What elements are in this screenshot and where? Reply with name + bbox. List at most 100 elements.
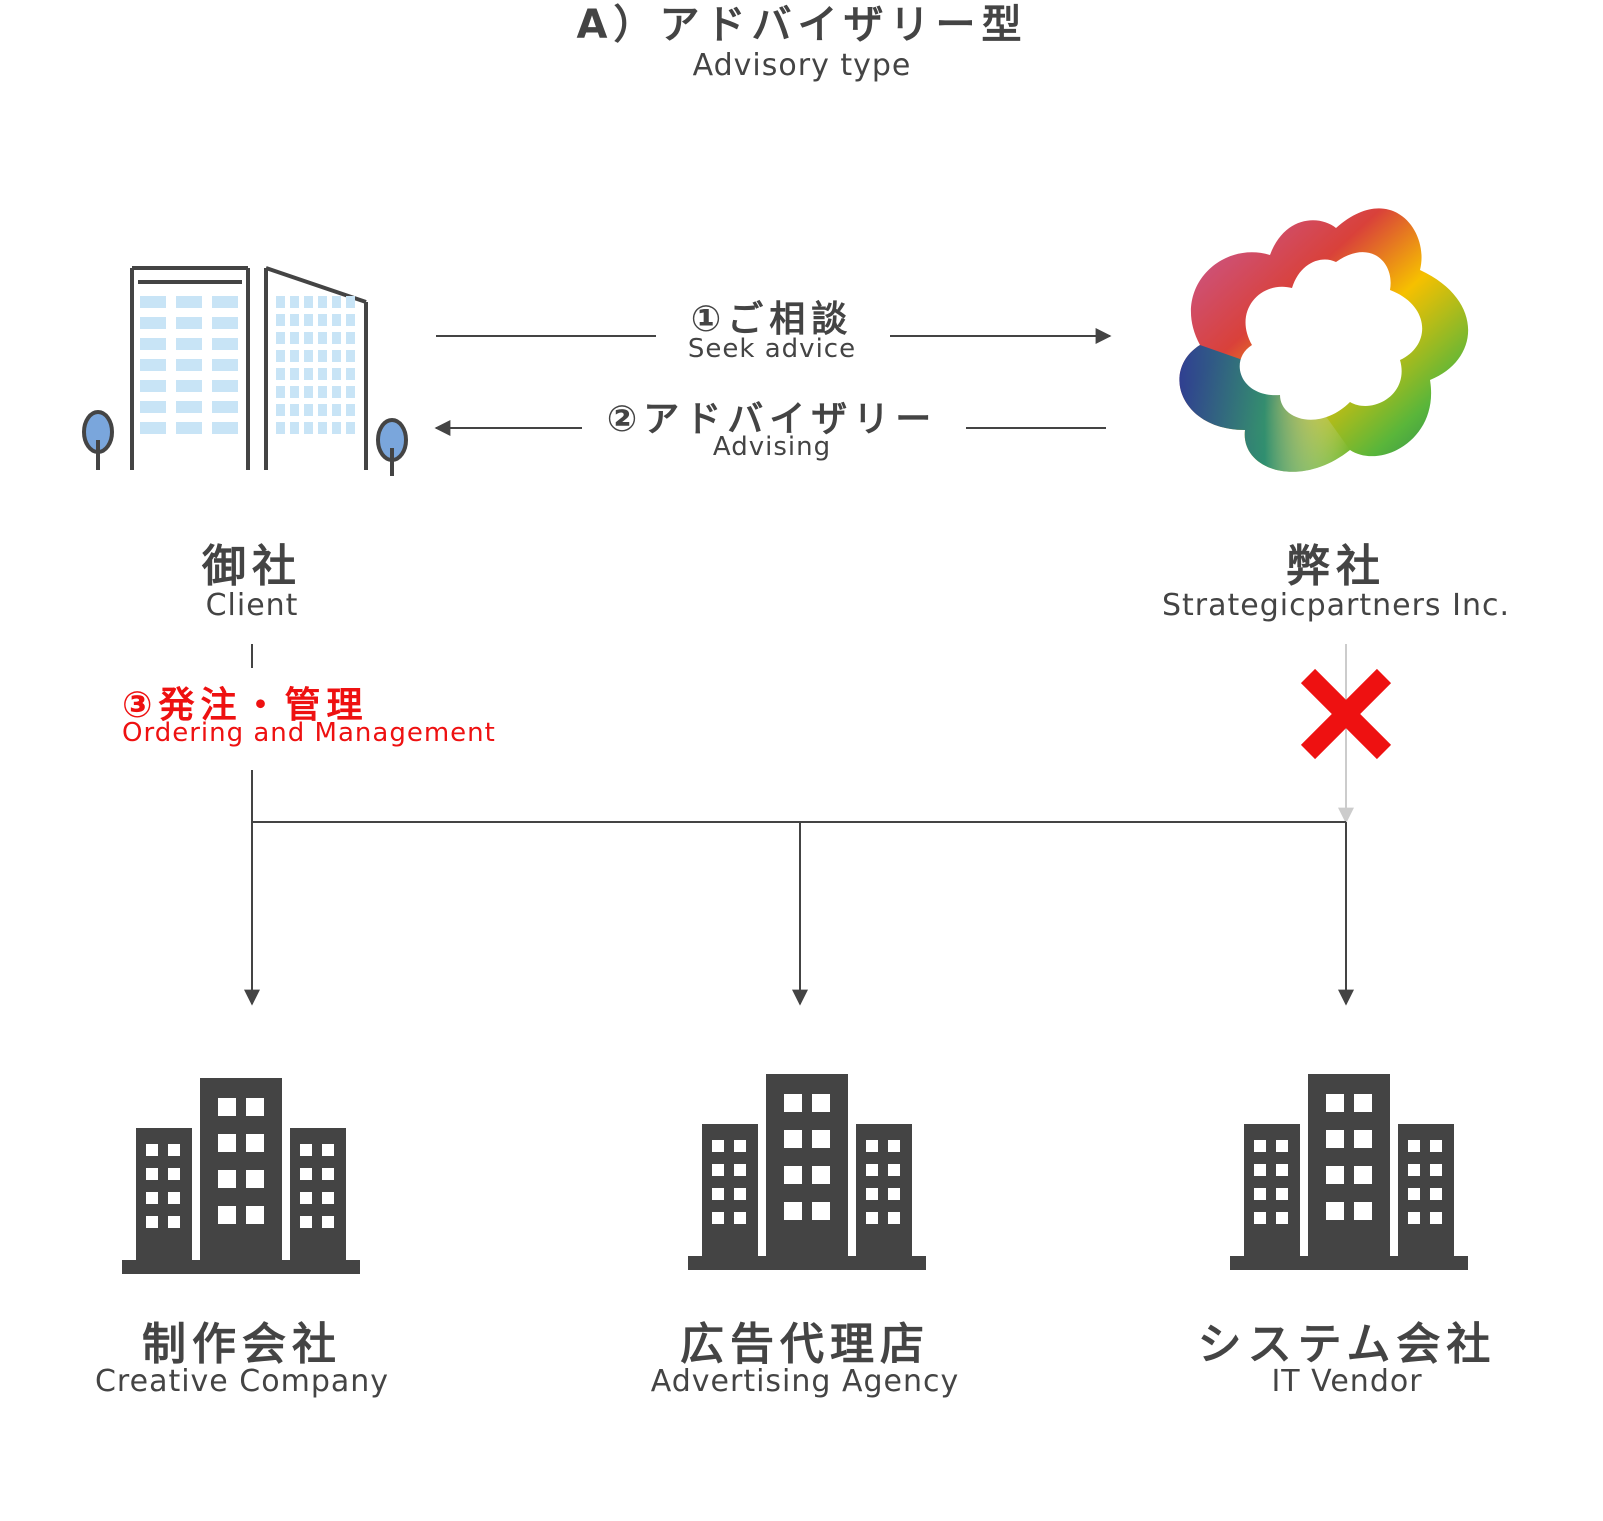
window	[322, 1216, 334, 1228]
window	[290, 368, 299, 380]
window	[176, 338, 202, 350]
window	[276, 296, 285, 308]
window	[784, 1094, 802, 1112]
window	[140, 296, 166, 308]
window	[140, 317, 166, 329]
window	[304, 386, 313, 398]
seek-advice-label: ①ご相談	[690, 299, 854, 340]
window	[1276, 1164, 1288, 1176]
window	[702, 1124, 758, 1262]
window	[318, 422, 327, 434]
window	[140, 401, 166, 413]
window	[1398, 1124, 1454, 1262]
window	[1230, 1256, 1468, 1270]
window	[212, 380, 238, 392]
window	[146, 1144, 158, 1156]
window	[332, 350, 341, 362]
window	[712, 1188, 724, 1200]
building-windows	[140, 296, 238, 434]
window	[866, 1140, 878, 1152]
strategicpartners-label: 弊社	[1286, 541, 1386, 592]
window	[332, 368, 341, 380]
window	[1244, 1124, 1300, 1262]
building-icon	[1230, 1074, 1468, 1270]
window	[304, 332, 313, 344]
window	[1326, 1166, 1344, 1184]
window	[812, 1202, 830, 1220]
window	[332, 296, 341, 308]
window	[168, 1192, 180, 1204]
cross-mark-icon	[1300, 668, 1392, 760]
window	[318, 404, 327, 416]
window	[784, 1202, 802, 1220]
window	[1408, 1140, 1420, 1152]
window	[218, 1206, 236, 1224]
window	[1430, 1188, 1442, 1200]
window	[290, 422, 299, 434]
ad-agency-label: 広告代理店	[680, 1319, 930, 1370]
window	[1430, 1212, 1442, 1224]
client-sublabel: Client	[205, 588, 299, 623]
window	[346, 368, 355, 380]
window	[290, 314, 299, 326]
window	[140, 422, 166, 434]
window	[176, 401, 202, 413]
ordering-sublabel: Ordering and Management	[122, 718, 496, 748]
window	[176, 296, 202, 308]
seek-advice-sublabel: Seek advice	[687, 334, 857, 364]
window	[1408, 1188, 1420, 1200]
window	[246, 1098, 264, 1116]
window	[276, 386, 285, 398]
window	[276, 368, 285, 380]
window	[332, 386, 341, 398]
window	[276, 422, 285, 434]
window	[318, 386, 327, 398]
window	[140, 338, 166, 350]
window	[346, 332, 355, 344]
window	[176, 422, 202, 434]
window	[218, 1098, 236, 1116]
window	[346, 314, 355, 326]
window	[146, 1168, 158, 1180]
window	[812, 1130, 830, 1148]
window	[784, 1130, 802, 1148]
window	[888, 1212, 900, 1224]
window	[200, 1078, 282, 1266]
window	[176, 359, 202, 371]
window	[1354, 1094, 1372, 1112]
window	[346, 350, 355, 362]
window	[712, 1212, 724, 1224]
window	[304, 404, 313, 416]
window	[318, 332, 327, 344]
window	[812, 1166, 830, 1184]
window	[136, 1128, 192, 1266]
window	[276, 404, 285, 416]
window	[146, 1216, 158, 1228]
window	[218, 1170, 236, 1188]
window	[212, 359, 238, 371]
window	[1276, 1140, 1288, 1152]
window	[332, 404, 341, 416]
window	[1430, 1140, 1442, 1152]
window	[176, 380, 202, 392]
window	[688, 1256, 926, 1270]
window	[346, 386, 355, 398]
ordering-label: ③発注・管理	[122, 685, 369, 726]
page-subtitle: Advisory type	[692, 48, 912, 83]
window	[1326, 1094, 1344, 1112]
window	[246, 1206, 264, 1224]
window	[122, 1260, 360, 1274]
window	[1308, 1074, 1390, 1262]
window	[218, 1134, 236, 1152]
window	[276, 350, 285, 362]
window	[146, 1192, 158, 1204]
window	[734, 1164, 746, 1176]
window	[140, 359, 166, 371]
window	[322, 1168, 334, 1180]
window	[766, 1074, 848, 1262]
creative-company-sublabel: Creative Company	[94, 1364, 390, 1399]
window	[212, 338, 238, 350]
window	[212, 317, 238, 329]
window	[304, 296, 313, 308]
